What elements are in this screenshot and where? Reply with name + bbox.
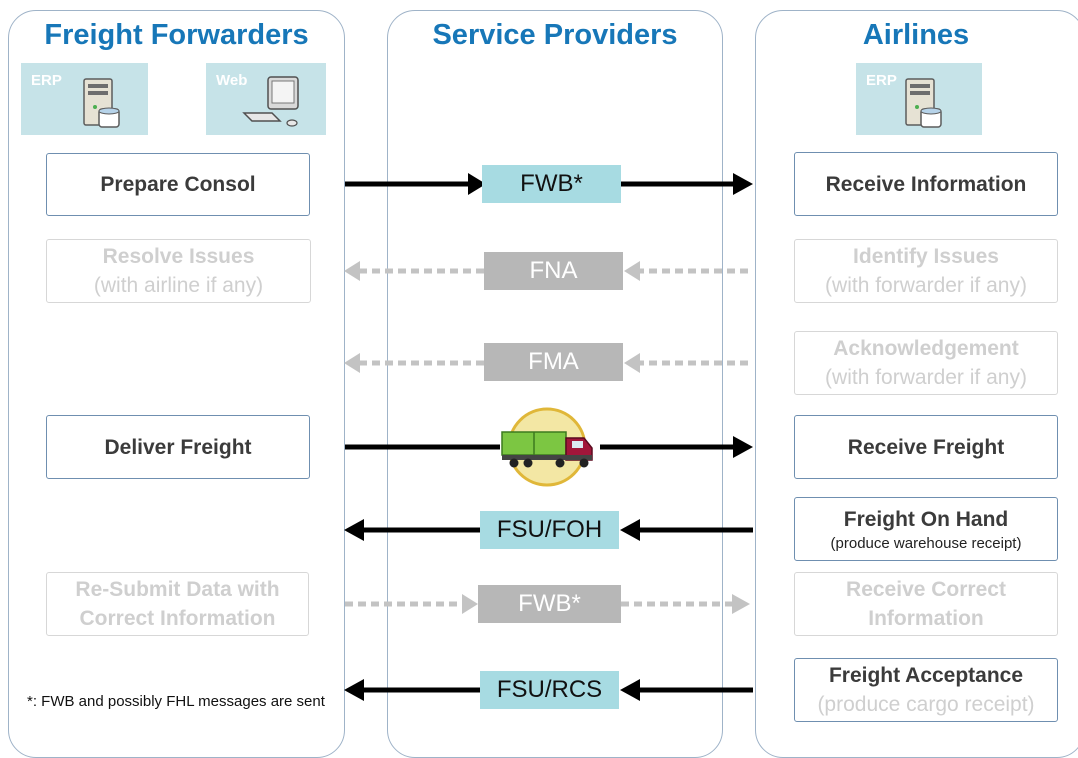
arrowhead [462, 594, 478, 614]
arrowhead [733, 436, 753, 458]
truck-icon [501, 407, 593, 487]
arrowhead [344, 353, 360, 373]
footnote: *: FWB and possibly FHL messages are sen… [27, 693, 325, 710]
box-deliver-freight-label: Deliver Freight [104, 435, 252, 459]
arrowhead [624, 261, 640, 281]
box-receive-information: Receive Information [794, 152, 1058, 216]
flow-arrows [344, 173, 753, 701]
message-fma: FMA [484, 343, 623, 381]
box-freight-acceptance-line2: (produce cargo receipt) [817, 693, 1035, 716]
box-resolve-issues: Resolve Issues (with airline if any) [46, 239, 311, 303]
arrowhead [620, 519, 640, 541]
lane-service-providers [387, 10, 723, 758]
box-freight-on-hand-line1: Freight On Hand [843, 507, 1009, 531]
box-prepare-consol-label: Prepare Consol [100, 173, 256, 196]
box-acknowledgement: Acknowledgement (with forwarder if any) [794, 331, 1058, 395]
forwarder-erp-tile: ERP [21, 63, 148, 135]
server-icon [905, 78, 942, 128]
forwarder-web-tile: Web [206, 63, 326, 135]
airline-erp-tile: ERP [856, 63, 982, 135]
arrowhead [732, 594, 750, 614]
arrowhead [624, 353, 640, 373]
box-acknowledgement-line2: (with forwarder if any) [825, 366, 1027, 389]
box-freight-on-hand: Freight On Hand (produce warehouse recei… [794, 497, 1058, 561]
box-receive-freight-label: Receive Freight [847, 435, 1005, 459]
arrowhead [344, 679, 364, 701]
box-resolve-issues-line1: Resolve Issues [102, 245, 255, 268]
server-icon [83, 78, 120, 128]
box-freight-acceptance: Freight Acceptance (produce cargo receip… [794, 658, 1058, 722]
box-receive-information-label: Receive Information [825, 172, 1027, 196]
box-acknowledgement-line1: Acknowledgement [833, 337, 1019, 360]
lane-title-airlines: Airlines [862, 19, 970, 51]
box-identify-issues-line2: (with forwarder if any) [825, 274, 1027, 297]
box-prepare-consol: Prepare Consol [46, 153, 310, 216]
lane-title-service-providers: Service Providers [432, 19, 678, 51]
box-freight-acceptance-line1: Freight Acceptance [828, 664, 1024, 687]
box-resolve-issues-line2: (with airline if any) [93, 274, 264, 297]
arrowhead [733, 173, 753, 195]
arrowhead [620, 679, 640, 701]
box-receive-correct-information: Receive Correct Information [794, 572, 1058, 636]
box-identify-issues: Identify Issues (with forwarder if any) [794, 239, 1058, 303]
message-fna: FNA [484, 252, 623, 290]
message-fwb: FWB* [482, 165, 621, 203]
airline-erp-label: ERP [866, 72, 897, 89]
box-identify-issues-line1: Identify Issues [853, 245, 999, 268]
box-freight-on-hand-line2: (produce warehouse receipt) [830, 534, 1022, 552]
forwarder-erp-label: ERP [31, 72, 62, 89]
message-fsu-foh: FSU/FOH [480, 511, 619, 549]
box-resubmit-data: Re-Submit Data with Correct Information [46, 572, 309, 636]
box-receive-correct-line1: Receive Correct [846, 578, 1006, 601]
message-fsu-rcs: FSU/RCS [480, 671, 619, 709]
box-receive-freight: Receive Freight [794, 415, 1058, 479]
box-resubmit-data-line1: Re-Submit Data with [75, 578, 280, 601]
computer-icon [242, 76, 299, 127]
message-fwb-resubmit: FWB* [478, 585, 621, 623]
box-receive-correct-line2: Information [868, 607, 984, 630]
forwarder-web-label: Web [216, 72, 248, 89]
arrowhead [344, 519, 364, 541]
arrowhead [468, 173, 486, 195]
arrowhead [344, 261, 360, 281]
box-deliver-freight: Deliver Freight [46, 415, 310, 479]
box-resubmit-data-line2: Correct Information [79, 607, 276, 630]
lane-title-freight-forwarders: Freight Forwarders [44, 19, 309, 51]
